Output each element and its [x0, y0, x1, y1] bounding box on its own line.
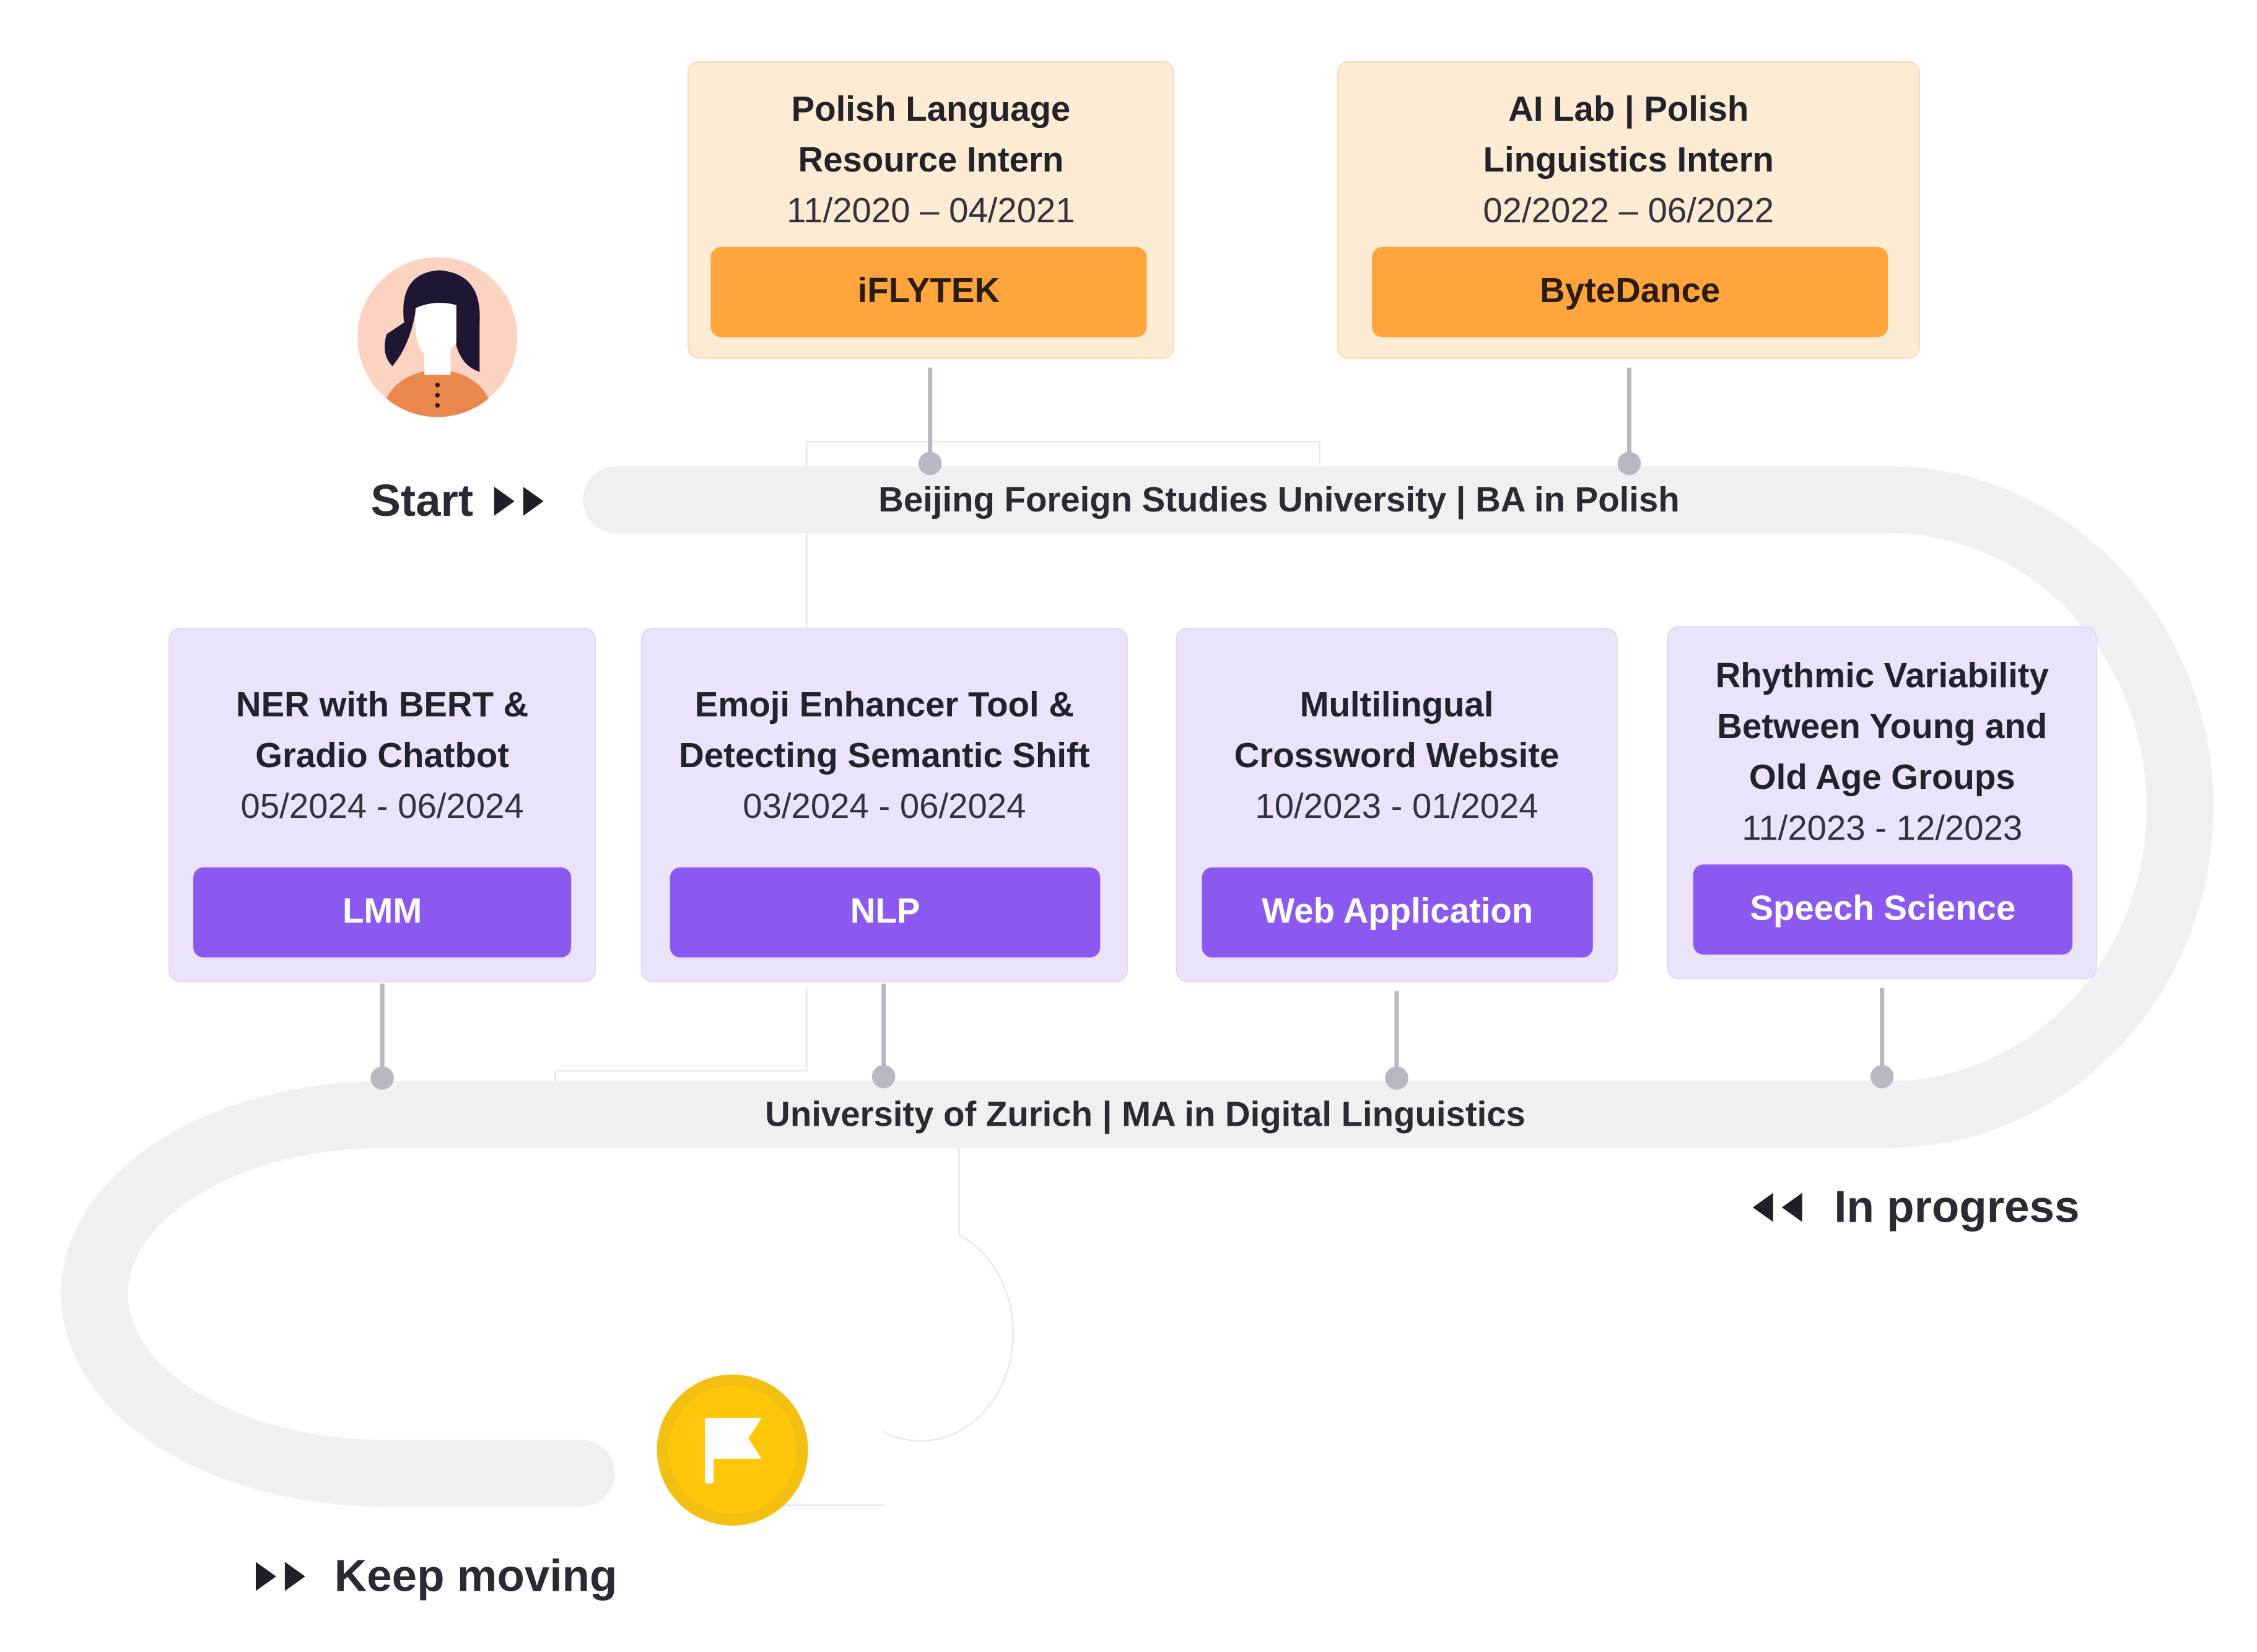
experience-title: Polish Language Resource Intern: [791, 90, 1071, 180]
experience-card-bytedance: AI Lab | Polish Linguistics Intern 02/20…: [1337, 61, 1920, 359]
project-title: Rhythmic Variability Between Young and O…: [1715, 656, 2049, 798]
upper-connectors: [928, 367, 1631, 464]
project-tag: Speech Science: [1693, 864, 2073, 955]
start-marker: Start: [370, 472, 551, 531]
master-degree-label: University of Zurich | MA in Digital Lin…: [765, 1095, 1526, 1135]
upper-connector-dots: [918, 451, 1641, 476]
play-arrows-icon: [493, 487, 543, 516]
keep-moving-marker: Keep moving: [253, 1546, 617, 1607]
start-label: Start: [370, 475, 474, 526]
project-dates: 03/2024 - 06/2024: [743, 787, 1026, 827]
company-tag: ByteDance: [1372, 246, 1888, 337]
project-card-ner-bert: NER with BERT & Gradio Chatbot 05/2024 -…: [168, 627, 596, 983]
experience-title: AI Lab | Polish Linguistics Intern: [1483, 90, 1774, 180]
avatar-icon: [357, 257, 518, 417]
road-path: [61, 466, 2214, 1507]
experience-card-iflytek: Polish Language Resource Intern 11/2020 …: [687, 61, 1174, 359]
bachelor-degree-label: Beijing Foreign Studies University | BA …: [878, 480, 1680, 521]
guide-lines: [554, 441, 1321, 1506]
project-dates: 10/2023 - 01/2024: [1255, 787, 1539, 827]
play-arrows-icon: [255, 1562, 305, 1591]
project-dates: 11/2023 - 12/2023: [1742, 809, 2023, 849]
project-title: Emoji Enhancer Tool & Detecting Semantic…: [679, 685, 1090, 776]
experience-dates: 11/2020 – 04/2021: [787, 191, 1075, 232]
project-tag: Web Application: [1202, 867, 1593, 958]
project-title: NER with BERT & Gradio Chatbot: [235, 685, 529, 776]
lower-connector-dots: [370, 1064, 1894, 1090]
company-tag: iFLYTEK: [710, 246, 1147, 337]
keep-moving-label: Keep moving: [334, 1550, 618, 1601]
project-tag: LMM: [193, 867, 572, 958]
in-progress-marker: In progress: [1747, 1177, 2079, 1238]
project-dates: 05/2024 - 06/2024: [240, 787, 524, 827]
lower-connectors: [380, 983, 1885, 1079]
project-card-crossword: Multilingual Crossword Website 10/2023 -…: [1176, 627, 1618, 983]
project-tag: NLP: [670, 867, 1101, 958]
project-title: Multilingual Crossword Website: [1234, 685, 1560, 776]
experience-dates: 02/2022 – 06/2022: [1483, 191, 1775, 232]
project-card-rhythmic-variability: Rhythmic Variability Between Young and O…: [1667, 626, 2097, 980]
project-card-emoji-enhancer: Emoji Enhancer Tool & Detecting Semantic…: [640, 627, 1128, 983]
rewind-arrows-icon: [1752, 1193, 1802, 1222]
flag-icon: [657, 1374, 808, 1526]
in-progress-label: In progress: [1834, 1181, 2080, 1232]
